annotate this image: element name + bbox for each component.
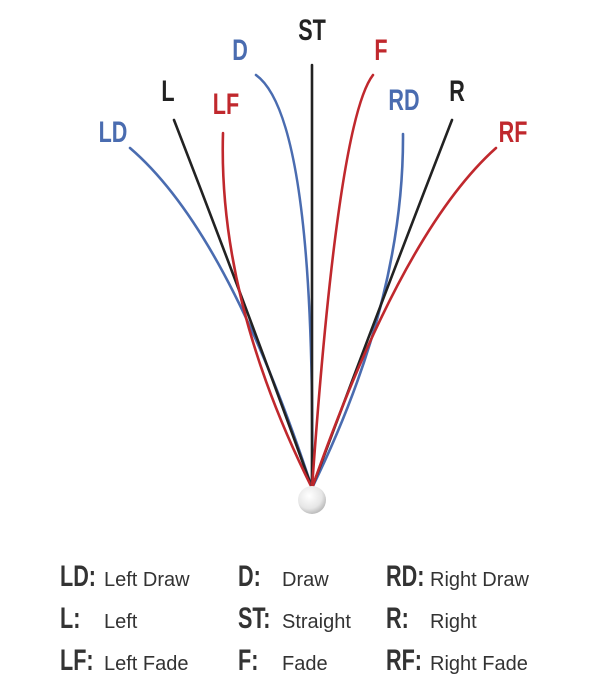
golf-ball-icon bbox=[298, 486, 326, 514]
legend-item-r: R: Right bbox=[386, 602, 477, 638]
legend-desc: Right Draw bbox=[430, 569, 529, 591]
shot-label-r: R bbox=[449, 73, 465, 107]
legend-code: LF: bbox=[60, 644, 94, 677]
shot-label-lf: LF bbox=[213, 86, 239, 120]
legend-desc: Straight bbox=[282, 611, 351, 633]
legend-code: RF: bbox=[386, 644, 422, 677]
legend-item-ld: LD: Left Draw bbox=[60, 560, 190, 596]
legend-code: D: bbox=[238, 560, 261, 593]
legend-desc: Draw bbox=[282, 569, 329, 591]
trajectory-f bbox=[310, 73, 375, 490]
trajectory-l bbox=[172, 118, 314, 490]
legend-code: R: bbox=[386, 602, 409, 635]
legend-item-rf: RF: Right Fade bbox=[386, 644, 528, 680]
legend-desc: Left bbox=[104, 611, 138, 633]
shot-label-ld: LD bbox=[99, 114, 128, 148]
legend-item-st: ST: Straight bbox=[238, 602, 351, 638]
shot-label-l: L bbox=[161, 73, 174, 107]
legend-code: L: bbox=[60, 602, 81, 635]
legend-desc: Left Fade bbox=[104, 653, 189, 675]
trajectory-rf bbox=[310, 146, 498, 490]
legend-item-rd: RD: Right Draw bbox=[386, 560, 529, 596]
legend-desc: Left Draw bbox=[104, 569, 190, 591]
legend-code: LD: bbox=[60, 560, 96, 593]
trajectory-lf bbox=[221, 131, 314, 490]
legend-desc: Fade bbox=[282, 653, 328, 675]
trajectory-ld bbox=[128, 146, 314, 490]
legend-item-d: D: Draw bbox=[238, 560, 329, 596]
shot-label-rd: RD bbox=[388, 82, 419, 116]
legend-item-f: F: Fade bbox=[238, 644, 328, 680]
legend-desc: Right bbox=[430, 611, 477, 633]
legend-item-lf: LF: Left Fade bbox=[60, 644, 189, 680]
shot-label-d: D bbox=[232, 32, 248, 66]
shot-shape-diagram: LD L LF D ST FRD R RF bbox=[99, 12, 528, 514]
shot-label-f: F bbox=[374, 32, 387, 66]
legend: LD: Left Draw D: Draw RD: Right Draw L: … bbox=[0, 560, 600, 690]
legend-item-l: L: Left bbox=[60, 602, 137, 638]
legend-code: RD: bbox=[386, 560, 425, 593]
legend-code: F: bbox=[238, 644, 259, 677]
shot-label-rf: RF bbox=[499, 114, 528, 148]
legend-code: ST: bbox=[238, 602, 271, 635]
legend-desc: Right Fade bbox=[430, 653, 528, 675]
shot-label-st: ST bbox=[298, 12, 326, 46]
